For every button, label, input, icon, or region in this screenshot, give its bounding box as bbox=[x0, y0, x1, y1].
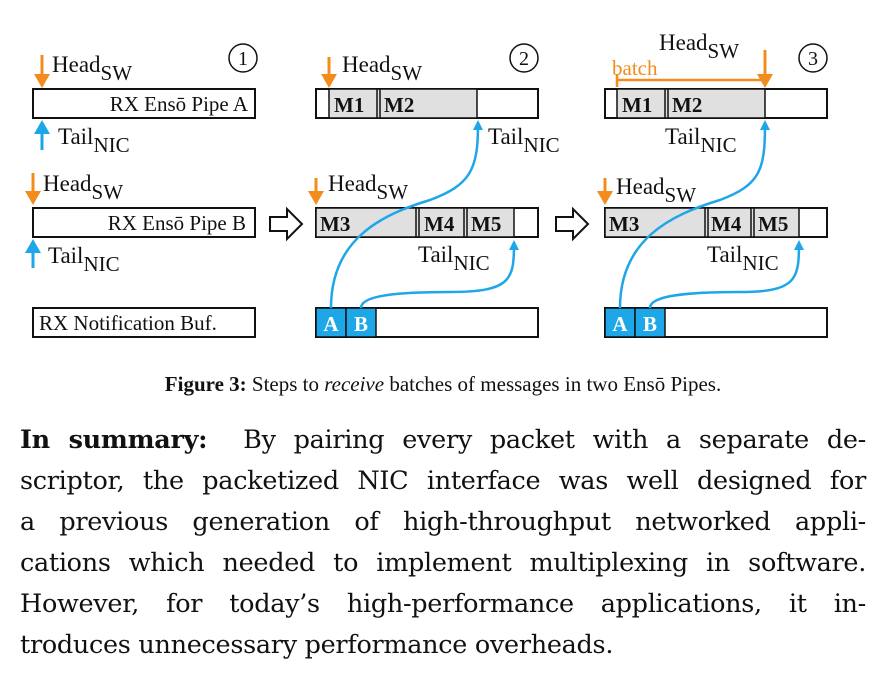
svg-text:HeadSW: HeadSW bbox=[328, 171, 408, 204]
step-2-marker: 2 bbox=[509, 43, 539, 73]
tail-pointer-pipe-b-step1: TailNIC bbox=[25, 239, 120, 276]
svg-text:1: 1 bbox=[238, 48, 248, 70]
svg-text:2: 2 bbox=[519, 48, 529, 70]
msg-m5-step3: M5 bbox=[758, 212, 788, 236]
msg-m4-step3: M4 bbox=[711, 212, 742, 236]
msg-m1-step2: M1 bbox=[334, 93, 364, 117]
notif-entry-b-step2: B bbox=[354, 312, 368, 336]
summary-line-5: However, for today’s high-performance ap… bbox=[20, 589, 866, 619]
summary-line-4: cations which needed to implement multip… bbox=[20, 548, 866, 578]
notif-a-to-tail-pipe-a-step2 bbox=[329, 120, 483, 309]
enso-pipes-figure: 1 HeadSW RX Ensō Pipe A TailNIC HeadSW R… bbox=[25, 30, 828, 338]
notif-entry-a-step2: A bbox=[323, 312, 339, 336]
msg-m1-step3: M1 bbox=[622, 93, 652, 117]
tail-pointer-pipe-a-step1: TailNIC bbox=[34, 120, 130, 157]
notif-buf-step1 bbox=[32, 307, 256, 338]
batch-label: batch bbox=[612, 56, 658, 80]
svg-text:HeadSW: HeadSW bbox=[43, 171, 123, 204]
summary-line-6: troduces unnecessary performance overhea… bbox=[20, 630, 614, 660]
head-pointer-pipe-a-step1: HeadSW bbox=[34, 52, 132, 88]
svg-text:TailNIC: TailNIC bbox=[48, 243, 120, 276]
tail-label-pipe-b-step2: TailNIC bbox=[418, 242, 490, 275]
pipe-b-label: RX Ensō Pipe B bbox=[108, 211, 246, 235]
figure-caption: Figure 3: Steps to receive batches of me… bbox=[0, 372, 886, 397]
notif-buf-label: RX Notification Buf. bbox=[39, 311, 217, 335]
msg-m5-step2: M5 bbox=[471, 212, 501, 236]
summary-paragraph: In summary: By pairing every packet with… bbox=[20, 420, 866, 666]
head-pointer-pipe-b-step2: HeadSW bbox=[308, 171, 408, 205]
summary-line-2: scriptor, the packetized NIC interface w… bbox=[20, 466, 866, 496]
batch-bracket: batch bbox=[612, 56, 765, 87]
notif-entry-b-step3: B bbox=[643, 312, 657, 336]
summary-lead: In summary: bbox=[20, 425, 208, 455]
summary-line-1: In summary: By pairing every packet with… bbox=[20, 425, 866, 455]
notif-a-to-tail-pipe-a-step3 bbox=[618, 120, 770, 309]
transition-arrow-1 bbox=[269, 206, 304, 242]
summary-line-3: a previous generation of high-throughput… bbox=[20, 507, 866, 537]
msg-m2-step2: M2 bbox=[384, 93, 414, 117]
transition-arrow-2 bbox=[555, 206, 590, 242]
head-pointer-pipe-a-step2: HeadSW bbox=[321, 52, 422, 88]
caption-text-em: receive bbox=[324, 372, 385, 396]
msg-m4-step2: M4 bbox=[424, 212, 455, 236]
msg-m2-step3: M2 bbox=[672, 93, 702, 117]
notif-b-to-tail-pipe-b-step3 bbox=[648, 240, 804, 309]
tail-label-pipe-b-step3: TailNIC bbox=[707, 242, 779, 275]
pipe-a-step1 bbox=[32, 88, 256, 119]
svg-text:HeadSW: HeadSW bbox=[52, 52, 132, 85]
tail-label-pipe-a-step3: TailNIC bbox=[665, 124, 737, 157]
pipe-b-step1 bbox=[32, 207, 256, 238]
notif-b-to-tail-pipe-b-step2 bbox=[359, 240, 519, 309]
pipe-a-label: RX Ensō Pipe A bbox=[110, 92, 249, 116]
head-pointer-pipe-b-step3: HeadSW bbox=[597, 174, 696, 207]
step-3-marker: 3 bbox=[798, 43, 828, 73]
head-pointer-pipe-a-step3 bbox=[757, 50, 773, 88]
figure-number: Figure 3: bbox=[164, 372, 247, 396]
msg-m3-step2: M3 bbox=[320, 212, 350, 236]
head-pointer-pipe-b-step1: HeadSW bbox=[25, 171, 123, 205]
caption-text-post: batches of messages in two Ensō Pipes. bbox=[389, 372, 722, 396]
svg-text:3: 3 bbox=[808, 48, 818, 70]
step-1-marker: 1 bbox=[228, 43, 258, 73]
head-label-pipe-a-step3: HeadSW bbox=[659, 30, 739, 63]
svg-text:TailNIC: TailNIC bbox=[58, 124, 130, 157]
notif-entry-a-step3: A bbox=[612, 312, 628, 336]
caption-text-pre: Steps to bbox=[251, 372, 319, 396]
msg-m3-step3: M3 bbox=[609, 212, 639, 236]
svg-text:HeadSW: HeadSW bbox=[342, 52, 422, 85]
tail-label-pipe-a-step2: TailNIC bbox=[488, 124, 560, 157]
svg-text:HeadSW: HeadSW bbox=[616, 174, 696, 207]
